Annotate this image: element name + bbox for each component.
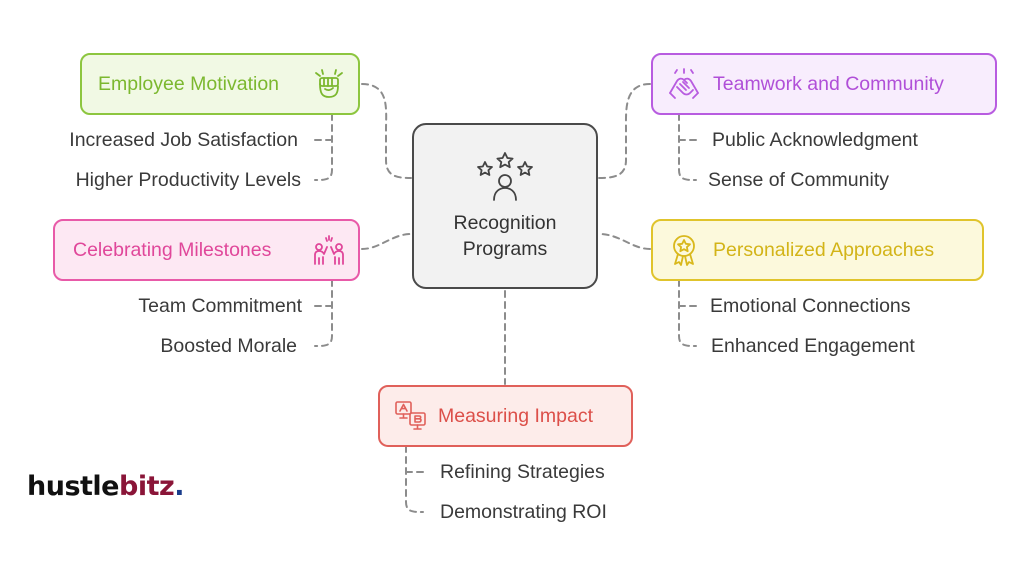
award-badge-icon [667,233,701,267]
node-celebrating-milestones: Celebrating Milestones [53,219,360,281]
node-measuring-impact: Measuring Impact [378,385,633,447]
leaf-enhanced-engagement: Enhanced Engagement [711,335,915,357]
node-title: Employee Motivation [98,72,280,95]
ab-test-icon [394,399,428,433]
stars-person-icon [474,150,536,202]
node-personalized-approaches: Personalized Approaches [651,219,984,281]
leaf-higher-productivity-levels: Higher Productivity Levels [75,169,301,191]
logo-dot: . [174,471,184,502]
node-teamwork-community: Teamwork and Community [651,53,997,115]
leaf-public-acknowledgment: Public Acknowledgment [712,129,918,151]
high-five-icon [312,233,346,267]
connector-mi-items [405,445,424,513]
joined-hands-icon [667,67,701,101]
node-title: Teamwork and Community [713,72,944,95]
central-node: Recognition Programs [412,123,598,289]
node-title: Celebrating Milestones [73,238,272,261]
leaf-increased-job-satisfaction: Increased Job Satisfaction [69,129,298,151]
connector-em-items [314,113,333,181]
connector-celebrating-milestones [361,233,412,250]
connector-pa-items [678,279,697,347]
center-title-line1: Recognition [453,212,557,234]
node-title: Personalized Approaches [713,238,935,261]
node-title: Measuring Impact [438,404,593,427]
leaf-team-commitment: Team Commitment [138,295,302,317]
connector-personalized-approaches [598,233,651,250]
logo-part1: hustle [27,471,120,502]
node-employee-motivation: Employee Motivation [80,53,360,115]
connector-employee-motivation [361,83,412,179]
brand-logo: hustlebitz. [27,472,184,502]
leaf-emotional-connections: Emotional Connections [710,295,911,317]
leaf-sense-of-community: Sense of Community [708,169,889,191]
leaf-demonstrating-roi: Demonstrating ROI [440,501,607,523]
leaf-boosted-morale: Boosted Morale [160,335,297,357]
leaf-refining-strategies: Refining Strategies [440,461,605,483]
connector-teamwork-community [598,83,651,179]
center-title-line2: Programs [462,238,548,260]
raised-fist-icon [312,67,346,101]
connector-tc-items [678,113,697,181]
logo-part2: bitz [119,471,175,502]
connector-cm-items [314,279,333,347]
